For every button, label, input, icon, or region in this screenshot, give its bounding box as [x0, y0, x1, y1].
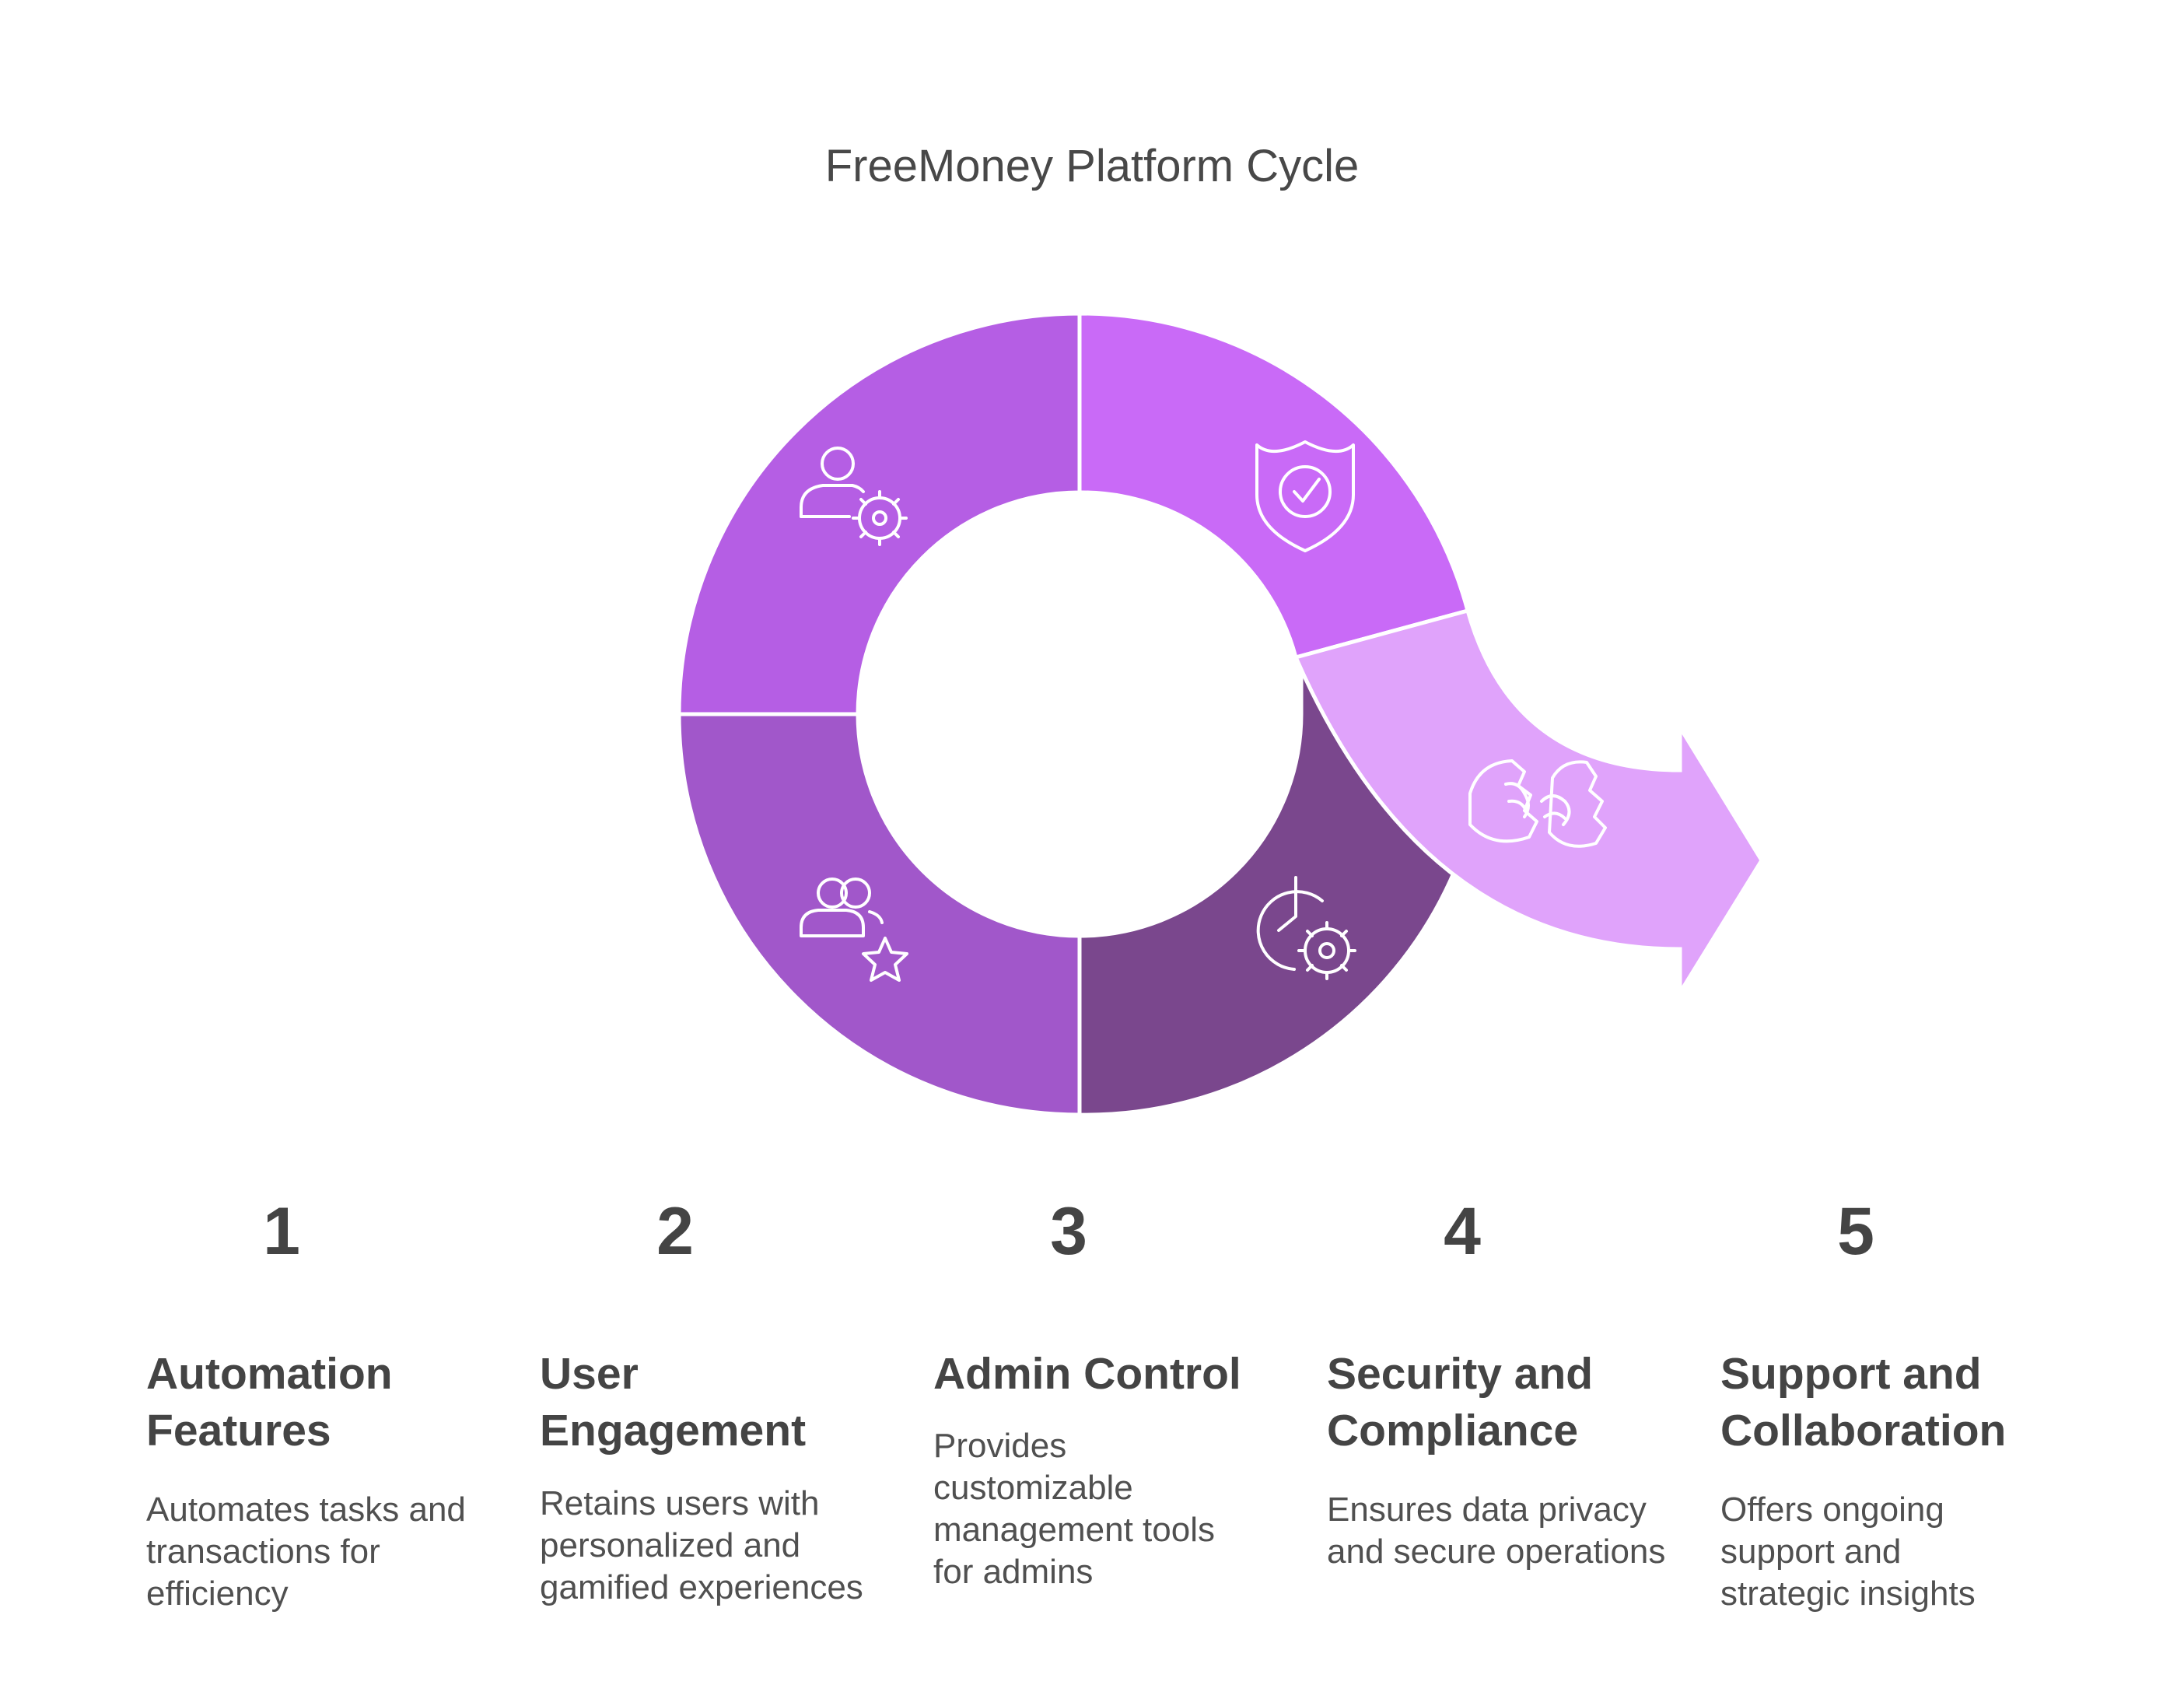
- diagram-title: FreeMoney Platform Cycle: [824, 141, 1360, 191]
- step-heading: User Engagement: [540, 1349, 807, 1456]
- users-star-icon: [800, 878, 908, 982]
- step-heading: Support and Collaboration: [1720, 1349, 2007, 1456]
- handshake-gears-icon: [1468, 759, 1607, 848]
- step-2: 2 User Engagement Retains users with per…: [540, 1198, 947, 1606]
- step-3: 3 Admin Control Provides customizable ma…: [933, 1198, 1341, 1591]
- step-5: 5 Support and Collaboration Offers ongoi…: [1720, 1198, 2128, 1613]
- segment-security-compliance[interactable]: [1077, 311, 1471, 660]
- center-hole: [859, 494, 1300, 934]
- step-heading: Automation Features: [146, 1349, 393, 1456]
- step-description: Offers ongoing support and strategic ins…: [1720, 1491, 1976, 1613]
- step-number: 4: [1444, 1194, 1481, 1269]
- step-description: Ensures data privacy and secure operatio…: [1327, 1491, 1666, 1571]
- segment-user-engagement[interactable]: [677, 712, 1082, 1117]
- step-number: 3: [1050, 1194, 1087, 1269]
- step-description: Retains users with personalized and gami…: [540, 1484, 863, 1606]
- step-1: 1 Automation Features Automates tasks an…: [146, 1198, 554, 1613]
- step-number: 5: [1837, 1194, 1874, 1269]
- step-heading: Admin Control: [933, 1349, 1241, 1399]
- step-description: Provides customizable management tools f…: [933, 1427, 1215, 1591]
- shield-check-icon: [1255, 440, 1355, 552]
- step-description: Automates tasks and transactions for eff…: [146, 1491, 466, 1613]
- step-heading: Security and Compliance: [1327, 1349, 1594, 1456]
- user-gear-icon: [800, 447, 908, 546]
- clock-gear-icon: [1256, 876, 1356, 980]
- step-number: 2: [656, 1194, 694, 1269]
- step-4: 4 Security and Compliance Ensures data p…: [1327, 1198, 1734, 1571]
- step-number: 1: [263, 1194, 300, 1269]
- segment-automation-features[interactable]: [677, 311, 1082, 716]
